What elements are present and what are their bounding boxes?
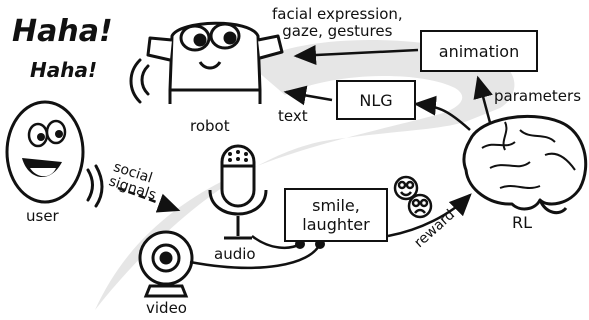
sound-waves-icon [86,164,104,208]
webcam-icon [138,230,194,298]
brain-icon [462,115,588,215]
happy-sad-faces-icon [393,175,433,219]
robot-sound-waves-icon [129,58,150,104]
exclamation-small: Haha! [30,58,98,82]
nlg-box-label: NLG [359,90,393,110]
arrow-animation-to-robot [293,45,419,66]
nlg-box: NLG [336,80,416,120]
robot-label: robot [190,117,230,135]
smile-laughter-box-label: smile, laughter [302,196,370,234]
video-wire [189,243,322,270]
robot-icon [146,21,284,104]
animation-box-label: animation [438,41,520,61]
user-label: user [26,207,59,225]
parameters-label: parameters [494,87,582,105]
animation-box: animation [420,30,538,72]
exclamation-big: Haha! [12,14,113,49]
arrow-nlg-to-robot [283,85,333,106]
video-label: video [146,299,187,317]
audio-label: audio [214,245,256,263]
outputs-label: facial expression, gaze, gestures [272,5,403,40]
smile-laughter-box: smile, laughter [284,188,388,242]
rl-label: RL [512,213,533,232]
user-icon [5,100,85,204]
text-label: text [278,107,308,125]
microphone-grille [228,150,248,162]
arrow-reward [387,193,472,238]
arrow-rl-to-animation [473,75,494,131]
arrow-rl-to-nlg [413,95,471,131]
